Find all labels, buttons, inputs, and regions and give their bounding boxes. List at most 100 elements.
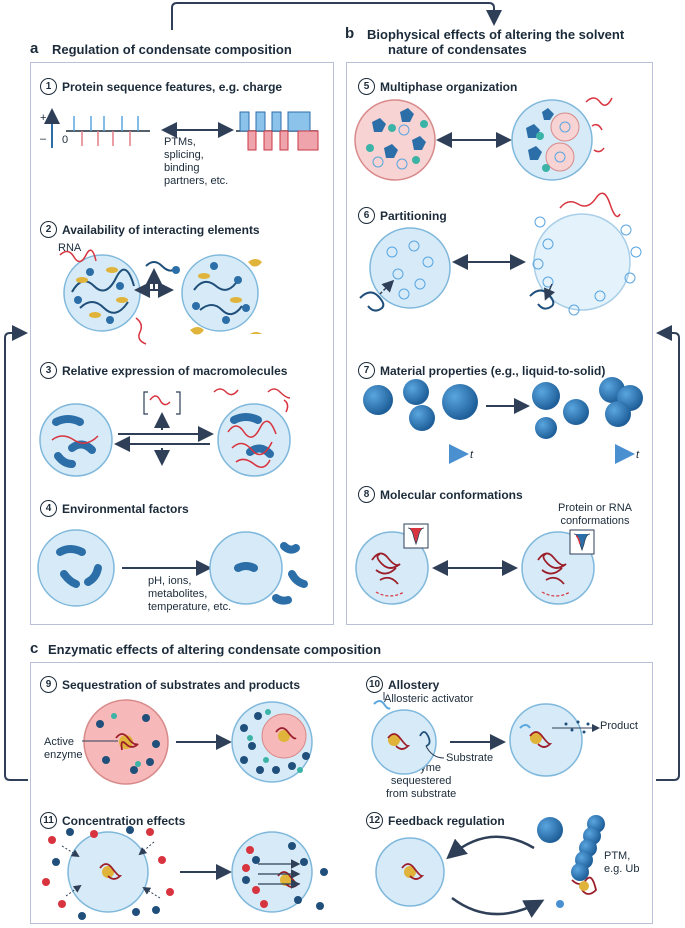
droplet-enzyme-sequestered [231,701,313,783]
step-title: Relative expression of macromolecules [62,363,288,378]
note-line: conformations [560,515,630,527]
active-enzyme-label: Active enzyme [44,736,83,762]
step-title: Material properties (e.g., liquid-to-sol… [380,363,606,378]
step-number: 5 [358,78,375,95]
charge-profile-high [236,111,319,151]
droplet-low-rna [39,403,113,477]
free-protein-head [172,266,180,274]
step-number: 11 [40,812,57,829]
title-line: nature of condensates [388,42,527,57]
step-number: 8 [358,486,375,503]
droplet-concentration-before [42,826,174,920]
droplet-single-phase [354,99,436,181]
ptm-ub-label: PTM, e.g. Ub [604,850,639,876]
droplet-feedback [375,837,445,907]
step-12: 12 Feedback regulation [366,812,505,829]
exchange-arrows [134,268,174,298]
ptm-note: PTMs, splicing, binding partners, etc. [164,136,228,188]
left-connector-arrow [4,325,28,781]
droplet-environment-after [209,531,308,605]
free-protein [145,261,177,272]
right-connector-arrow [656,325,680,781]
step-title: Environmental factors [62,501,189,516]
substrate-label: Substrate [446,752,494,764]
bracket-rna [143,391,181,415]
label-line: from substrate [386,788,457,800]
step-title: Partitioning [380,208,447,223]
label-line: PTM, [604,850,631,862]
step-title: Availability of interacting elements [62,222,260,237]
time-label: t [470,449,474,461]
environment-note: pH, ions, metabolites, temperature, etc. [148,575,231,614]
step-number: 7 [358,362,375,379]
droplet-protein-rich [181,254,262,335]
step-4: 4 Environmental factors [40,500,189,517]
rna-label: RNA [58,242,82,254]
charge-profile-low [44,108,150,148]
label-line: sequestered [390,775,452,787]
step-title: Molecular conformations [380,487,523,502]
step-9: 9 Sequestration of substrates and produc… [40,676,300,693]
step-6: 6 Partitioning [358,207,447,224]
droplet-partition-after [529,192,642,316]
note-line: pH, ions, [148,575,192,587]
step-5: 5 Multiphase organization [358,78,517,95]
droplets-solid [532,377,643,439]
note-line: binding [164,162,200,174]
step-title: Protein sequence features, e.g. charge [62,79,283,94]
feedback-arrow-out [451,896,545,918]
step-10: 10 Allostery [366,676,439,693]
step-number: 4 [40,500,57,517]
section-a-title: Regulation of condensate composition [52,42,292,57]
section-c-title: Enzymatic effects of altering condensate… [48,642,382,657]
charge-minus-label: – [40,133,47,145]
step-title: Concentration effects [62,813,186,828]
top-connector-arrow [171,2,502,30]
step-3: 3 Relative expression of macromolecules [40,362,287,379]
step-number: 12 [366,812,383,829]
droplet-partition-before [359,227,451,312]
note-line: partners, etc. [164,175,229,187]
step-number: 1 [40,78,57,95]
section-c-letter: c [30,640,39,657]
charge-zero-label: 0 [62,134,69,146]
exchange-arrows [114,412,214,466]
droplet-conformation-after [521,529,595,605]
droplet-concentration-after [231,831,328,913]
step-number: 6 [358,207,375,224]
step-title: Multiphase organization [380,79,518,94]
section-a-letter: a [30,40,39,57]
ubiquitin-chain [537,815,605,908]
step-title: Sequestration of substrates and products [62,677,301,692]
time-label: t [636,449,640,461]
section-b-letter: b [345,25,355,42]
step-title: Feedback regulation [388,813,505,828]
feedback-arrow-in [446,835,535,860]
step-title: Allostery [388,677,440,692]
droplet-environment-before [37,529,115,607]
droplet-conformation-before [355,523,429,605]
step-8: 8 Molecular conformations [358,486,523,503]
conformations-note: Protein or RNA conformations [558,502,632,528]
droplet-high-rna [213,388,291,477]
droplets-liquid [363,379,478,431]
step-number: 10 [366,676,383,693]
charge-plus-label: + [40,112,47,124]
section-b-title: Biophysical effects of altering the solv… [367,27,624,57]
label-line: Active [44,736,74,748]
note-line: PTMs, [164,136,196,148]
droplet-multiphase [511,97,613,181]
droplet-enzyme-active [83,699,169,785]
note-line: temperature, etc. [148,601,232,613]
droplet-allostery-before [371,700,437,775]
allosteric-activator-label: Allosteric activator [384,693,474,705]
title-line: Biophysical effects of altering the solv… [367,27,625,42]
note-line: Protein or RNA [558,502,632,514]
droplet-allostery-after [509,703,590,777]
note-line: metabolites, [148,588,208,600]
step-11: 11 Concentration effects [40,812,185,829]
panel-a [30,62,334,625]
droplet-rna-rich [59,249,147,345]
step-7: 7 Material properties (e.g., liquid-to-s… [358,362,605,379]
